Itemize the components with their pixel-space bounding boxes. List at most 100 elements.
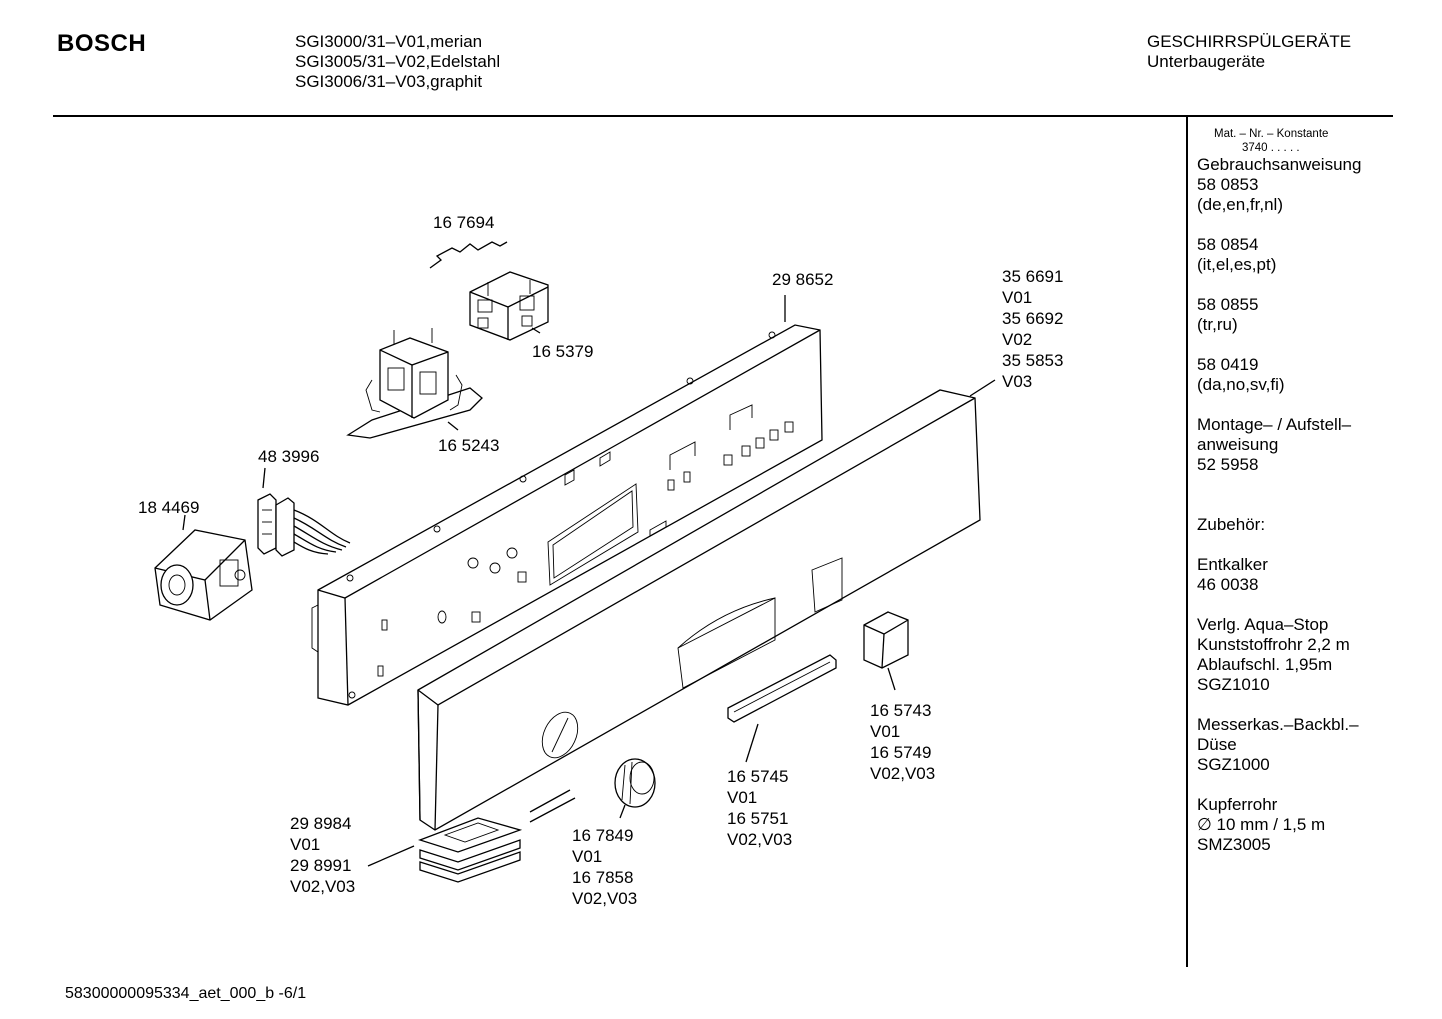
part-variant: V01 (727, 788, 758, 807)
wire-clip-part (429, 241, 508, 269)
part-label-356691: 35 6691 V01 35 6692 V02 35 5853 V03 (1002, 266, 1063, 392)
part-number: 35 6692 (1002, 309, 1064, 328)
sidebar-line: (it,el,es,pt) (1197, 255, 1277, 274)
part-label-167694: 16 7694 (433, 212, 494, 233)
part-label-298652: 29 8652 (772, 269, 833, 290)
knob-part (614, 758, 656, 808)
sidebar-line: SMZ3005 (1197, 835, 1271, 854)
header-divider (53, 115, 1393, 117)
part-variant: V02,V03 (290, 877, 356, 896)
sidebar-line: Verlg. Aqua–Stop (1197, 615, 1329, 634)
sidebar-line: 58 0419 (1197, 355, 1259, 374)
switch-block-part (469, 271, 549, 341)
button-part (863, 611, 909, 669)
sidebar-line: Montage– / Aufstell– (1197, 415, 1352, 434)
part-variant: V02 (1002, 330, 1033, 349)
mat-number: Mat. – Nr. – Konstante 3740 . . . . . (1197, 127, 1427, 155)
part-number: 16 7858 (572, 868, 634, 887)
sidebar-divider (1186, 117, 1188, 967)
sidebar-line: Entkalker (1197, 555, 1268, 574)
part-number: 29 8652 (772, 270, 834, 289)
part-number: 18 4469 (138, 498, 200, 517)
part-variant: V02,V03 (727, 830, 793, 849)
sidebar-block: 58 0419(da,no,sv,fi) (1197, 355, 1427, 395)
leader-lines (182, 295, 996, 867)
part-label-298984: 29 8984 V01 29 8991 V02,V03 (290, 813, 355, 897)
model-line: SGI3006/31–V03,graphit (295, 72, 483, 91)
sidebar-line: Zubehör: (1197, 515, 1266, 534)
part-variant: V03 (1002, 372, 1033, 391)
sidebar-line: 58 0855 (1197, 295, 1259, 314)
model-list: SGI3000/31–V01,merian SGI3005/31–V02,Ede… (295, 32, 500, 92)
sidebar-line: SGZ1000 (1197, 755, 1270, 774)
part-label-165243: 16 5243 (438, 435, 499, 456)
sidebar-block: 58 0855(tr,ru) (1197, 295, 1427, 335)
part-number: 35 6691 (1002, 267, 1064, 286)
sidebar-block: Zubehör: (1197, 515, 1427, 535)
model-line: SGI3000/31–V01,merian (295, 32, 483, 51)
sidebar-line: 58 0854 (1197, 235, 1259, 254)
sidebar-line: Düse (1197, 735, 1237, 754)
part-variant: V01 (290, 835, 321, 854)
holder-part (346, 328, 483, 439)
sidebar-line: 58 0853 (1197, 175, 1259, 194)
brand-logo: BOSCH (57, 30, 147, 57)
part-number: 16 5749 (870, 743, 932, 762)
part-number: 16 7849 (572, 826, 634, 845)
part-label-167849: 16 7849 V01 16 7858 V02,V03 (572, 825, 637, 909)
sidebar-line: SGZ1010 (1197, 675, 1270, 694)
part-variant: V02,V03 (870, 764, 936, 783)
cable-harness-part (257, 493, 351, 557)
sidebar-line: 52 5958 (1197, 455, 1259, 474)
part-number: 16 5745 (727, 767, 789, 786)
part-number: 29 8991 (290, 856, 352, 875)
part-number: 35 5853 (1002, 351, 1064, 370)
sidebar-line: Messerkas.–Backbl.– (1197, 715, 1359, 734)
front-fascia-part (417, 389, 981, 831)
category-title: GESCHIRRSPÜLGERÄTE (1147, 32, 1352, 51)
part-label-483996: 48 3996 (258, 446, 319, 467)
category-block: GESCHIRRSPÜLGERÄTE Unterbaugeräte (1147, 32, 1351, 72)
part-number: 16 5379 (532, 342, 594, 361)
sidebar-line: ∅ 10 mm / 1,5 m (1197, 815, 1326, 834)
program-selector-part (154, 529, 253, 621)
document-id: 58300000095334_aet_000_b -6/1 (65, 985, 307, 1002)
part-variant: V02,V03 (572, 889, 638, 908)
model-line: SGI3005/31–V02,Edelstahl (295, 52, 501, 71)
part-variant: V01 (1002, 288, 1033, 307)
part-variant: V01 (870, 722, 901, 741)
sidebar-line: (tr,ru) (1197, 315, 1238, 334)
part-number: 16 5243 (438, 436, 500, 455)
display-cover-part (727, 654, 837, 723)
sidebar-line: Kupferrohr (1197, 795, 1278, 814)
control-panel-frame-part (311, 324, 823, 706)
part-label-184469: 18 4469 (138, 497, 199, 518)
seal-strips-part (418, 789, 576, 883)
part-variant: V01 (572, 847, 603, 866)
sidebar-info: Mat. – Nr. – Konstante 3740 . . . . . Ge… (1197, 127, 1427, 855)
sidebar-line: Ablaufschl. 1,95m (1197, 655, 1333, 674)
sidebar-line: Gebrauchsanweisung (1197, 155, 1362, 174)
mat-label: Mat. – Nr. – Konstante (1214, 128, 1329, 140)
sidebar-line: anweisung (1197, 435, 1279, 454)
mat-value: 3740 . . . . . (1242, 142, 1300, 154)
category-subtitle: Unterbaugeräte (1147, 52, 1266, 71)
part-label-165745: 16 5745 V01 16 5751 V02,V03 (727, 766, 792, 850)
part-number: 16 5751 (727, 809, 789, 828)
sidebar-block: 58 0854(it,el,es,pt) (1197, 235, 1427, 275)
part-label-165379: 16 5379 (532, 341, 593, 362)
sidebar-line: Kunststoffrohr 2,2 m (1197, 635, 1350, 654)
sidebar-line: 46 0038 (1197, 575, 1259, 594)
part-number: 16 5743 (870, 701, 932, 720)
sidebar-line: (de,en,fr,nl) (1197, 195, 1283, 214)
sidebar-line: (da,no,sv,fi) (1197, 375, 1285, 394)
part-number: 48 3996 (258, 447, 320, 466)
